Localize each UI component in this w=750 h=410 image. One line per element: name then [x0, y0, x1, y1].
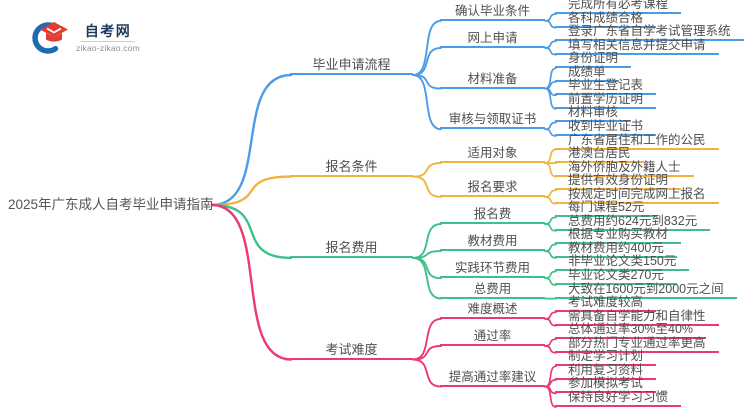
subtopic-connector-curve — [412, 223, 442, 259]
mindmap-root-topic: 2025年广东成人自考毕业申请指南 — [8, 197, 214, 212]
mindmap-leaf-topic: 毕业论文类270元 — [555, 268, 677, 285]
mindmap-leaf-topic: 填写相关信息并提交申请 — [555, 38, 719, 55]
subtopic-connector-curve — [412, 250, 442, 259]
mindmap-leaf-topic: 按规定时间完成网上报名 — [555, 187, 719, 204]
logo-divider — [80, 41, 135, 42]
logo-text-block: 自考网 zikao-zikao.com — [76, 23, 140, 53]
mindmap-subtopic: 教材费用 — [440, 234, 545, 252]
mindmap-leaf-topic: 总体通过率30%至40% — [555, 322, 707, 340]
mindmap-subtopic: 难度概述 — [440, 302, 545, 319]
graduation-cap-logo-icon — [32, 22, 68, 54]
mindmap-leaf-topic: 大致在1600元到2000元之间 — [555, 282, 737, 299]
mindmap-leaf-topic: 参加模拟考试 — [555, 376, 657, 394]
mindmap-branch-topic: 报名条件 — [290, 159, 413, 177]
subtopic-connector-curve — [412, 19, 442, 76]
mindmap-subtopic: 确认毕业条件 — [440, 4, 545, 21]
mindmap-subtopic: 提高通过率建议 — [440, 370, 545, 387]
mindmap-leaf-topic: 收到毕业证书 — [555, 119, 657, 136]
mindmap-leaf-topic: 完成所有必考课程 — [555, 0, 682, 14]
subtopic-connector-curve — [412, 175, 442, 198]
mindmap-subtopic: 材料准备 — [440, 72, 545, 89]
subtopic-connector-curve — [412, 358, 442, 388]
subtopic-connector-curve — [412, 74, 442, 90]
subtopic-connector-curve — [412, 162, 442, 178]
mindmap-leaf-topic: 前置学历证明 — [555, 92, 657, 109]
mindmap-leaf-topic: 教材费用约400元 — [555, 241, 677, 258]
subtopic-connector-curve — [412, 74, 442, 131]
mindmap-leaf-topic: 毕业生登记表 — [555, 78, 657, 96]
mindmap-subtopic: 适用对象 — [440, 146, 545, 164]
mindmap-leaf-topic: 根据专业购买教材 — [555, 227, 682, 245]
mindmap-leaf-topic: 总费用约624元到832元 — [555, 214, 711, 231]
mindmap-leaf-topic: 非毕业论文类150元 — [555, 254, 690, 272]
branch-connector-curve — [210, 73, 293, 207]
subtopic-connector-curve — [412, 345, 442, 361]
branch-connector-curve — [210, 175, 293, 207]
mindmap-leaf-topic: 提供有效身份证明 — [555, 173, 682, 191]
mindmap-leaf-topic: 登录广东省自学考试管理系统 — [555, 24, 744, 42]
mindmap-subtopic: 通过率 — [440, 329, 545, 346]
subtopic-connector-curve — [412, 46, 442, 76]
mindmap-subtopic: 总费用 — [440, 282, 545, 299]
mindmap-branch-topic: 毕业申请流程 — [290, 57, 413, 75]
subtopic-connector-curve — [412, 256, 442, 300]
mindmap-branch-topic: 报名费用 — [290, 240, 413, 258]
mindmap-leaf-topic: 材料审核 — [555, 105, 632, 123]
mindmap-subtopic: 报名费 — [440, 207, 545, 225]
mindmap-leaf-topic: 考试难度较高 — [555, 295, 657, 313]
branch-connector-curve — [210, 203, 293, 260]
subtopic-connector-curve — [412, 256, 442, 280]
mindmap-leaf-topic: 需具备自学能力和自律性 — [555, 309, 719, 326]
subtopic-connector-curve — [412, 317, 442, 361]
mindmap-leaf-topic: 广东省居住和工作的公民 — [555, 133, 719, 150]
mindmap-leaf-topic: 保持良好学习习惯 — [555, 390, 682, 407]
branch-connector-curve — [210, 203, 293, 361]
site-logo: 自考网 zikao-zikao.com — [31, 21, 140, 55]
mindmap-subtopic: 审核与领取证书 — [440, 112, 545, 130]
site-name: 自考网 — [84, 23, 132, 39]
mindmap-branch-topic: 考试难度 — [290, 342, 413, 360]
mindmap-subtopic: 网上申请 — [440, 31, 545, 48]
mindmap-leaf-topic: 利用复习资料 — [555, 363, 657, 380]
mindmap-leaf-topic: 每门课程52元 — [555, 200, 658, 218]
site-url: zikao-zikao.com — [76, 43, 140, 53]
mindmap-leaf-topic: 身份证明 — [555, 51, 632, 69]
mindmap-leaf-topic: 部分热门专业通过率更高 — [555, 336, 719, 353]
mindmap-leaf-topic: 成绩单 — [555, 65, 619, 82]
mindmap-leaf-topic: 各科成绩合格 — [555, 11, 657, 28]
mindmap-leaf-topic: 海外侨胞及外籍人士 — [555, 160, 694, 177]
mindmap-leaf-topic: 制定学习计划 — [555, 349, 657, 367]
mindmap-subtopic: 实践环节费用 — [440, 261, 545, 279]
mindmap-subtopic: 报名要求 — [440, 180, 545, 197]
mindmap-leaf-topic: 港澳台居民 — [555, 146, 644, 164]
